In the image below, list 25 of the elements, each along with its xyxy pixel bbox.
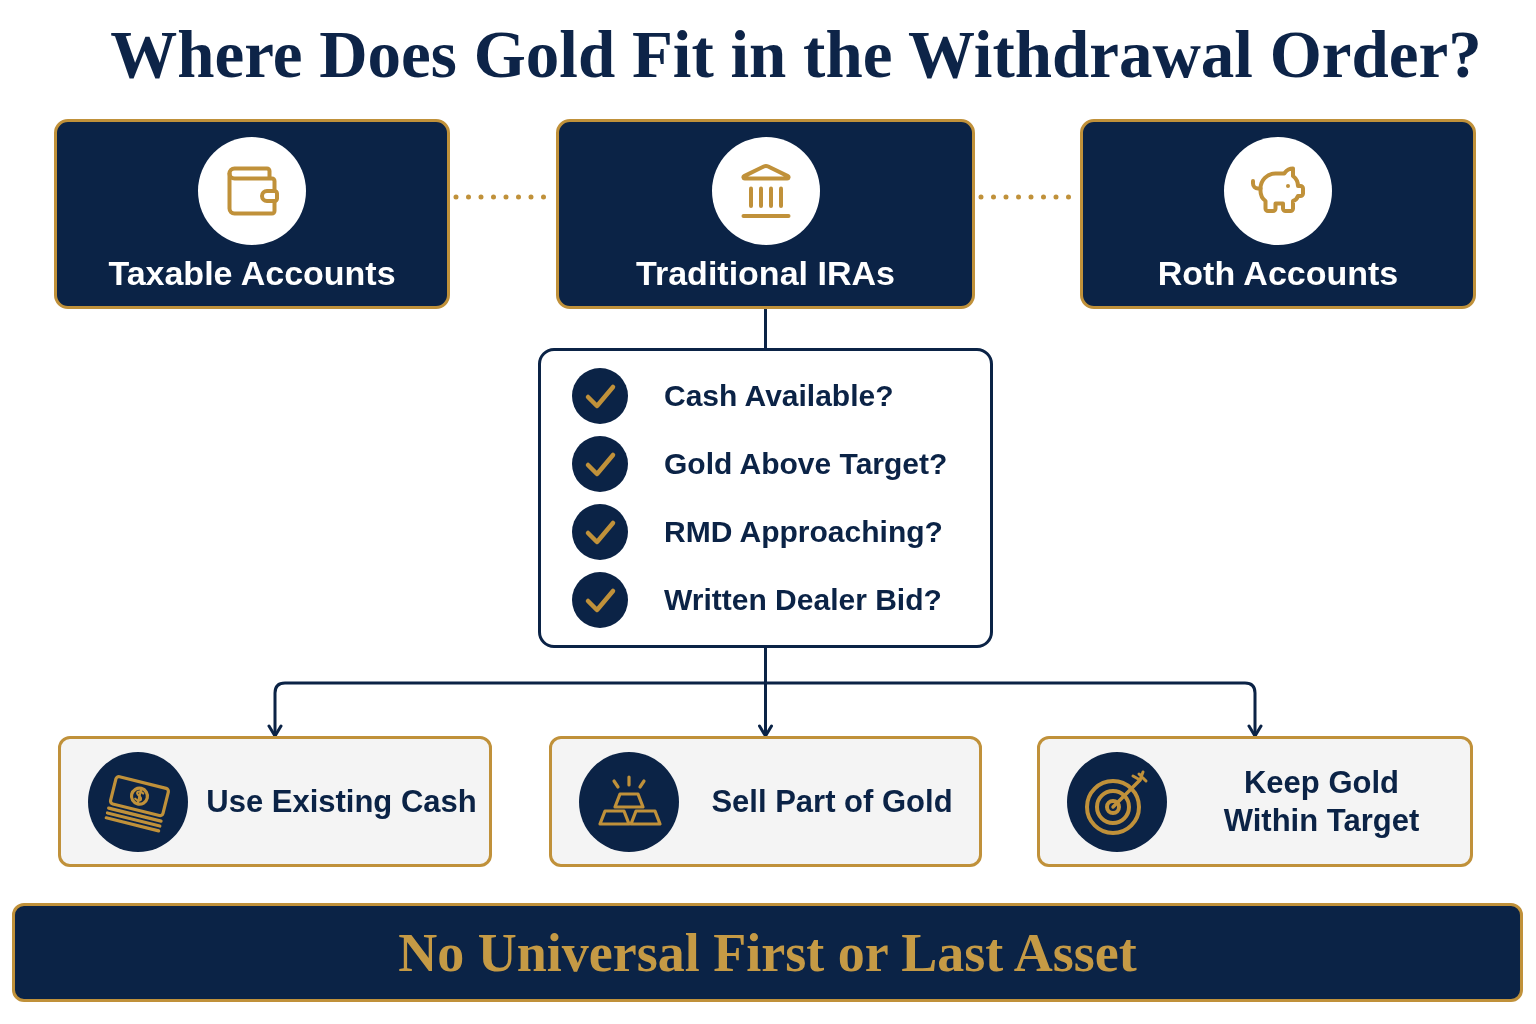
banner-text: No Universal First or Last Asset	[398, 921, 1137, 985]
banner	[12, 903, 1523, 1002]
connector-line	[764, 307, 767, 350]
account-label: Roth Accounts	[1157, 253, 1399, 294]
outcome-box	[1037, 736, 1473, 867]
outcome-label: Sell Part of Gold	[711, 782, 953, 821]
arrow	[758, 681, 773, 738]
arrow	[764, 681, 1263, 738]
arrow	[267, 681, 767, 738]
account-label: Traditional IRAs	[636, 253, 895, 294]
outcome-label: Keep Gold Within Target	[1222, 763, 1421, 840]
title: Where Does Gold Fit in the Withdrawal Order?	[109, 16, 1483, 93]
account-box	[1080, 119, 1476, 309]
account-box	[556, 119, 975, 309]
connector-line	[764, 646, 767, 685]
outcome-label: Use Existing Cash	[206, 782, 477, 821]
checklist-question: Written Dealer Bid?	[664, 582, 942, 618]
checklist-question: RMD Approaching?	[664, 514, 943, 550]
account-label: Taxable Accounts	[108, 253, 396, 294]
checklist-box	[538, 348, 993, 648]
outcome-box	[549, 736, 982, 867]
checklist-question: Gold Above Target?	[664, 446, 948, 482]
checklist-question: Cash Available?	[664, 378, 894, 414]
outcome-box	[58, 736, 492, 867]
account-box	[54, 119, 450, 309]
